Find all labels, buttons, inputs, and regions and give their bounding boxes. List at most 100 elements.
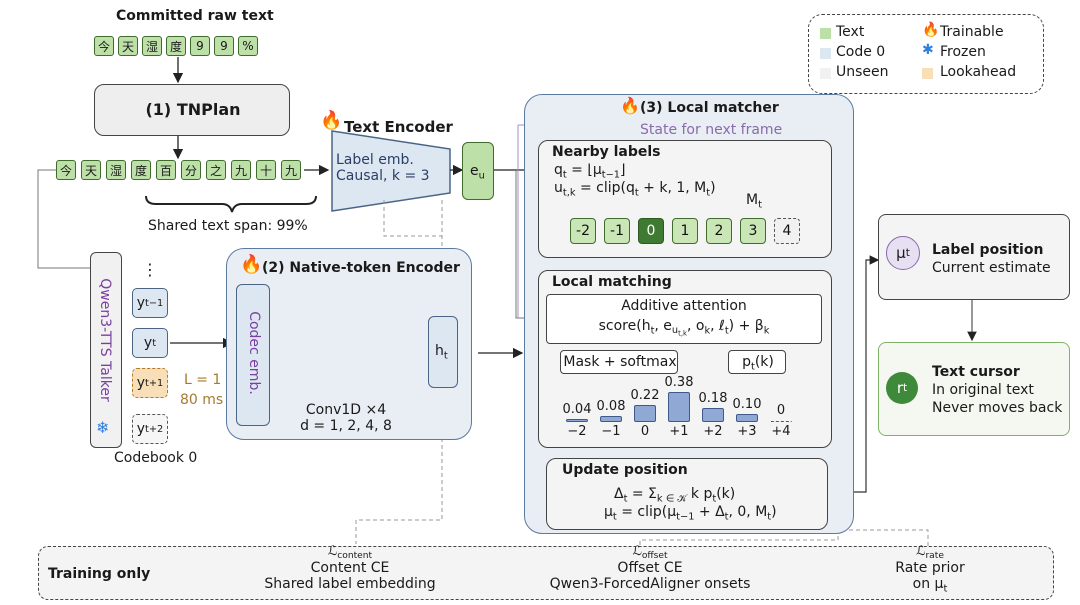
label-position-box [878,214,1070,300]
offset-tick-label: +4 [771,424,791,439]
legend-code0-label: Code 0 [836,44,886,60]
q-formula: qt = ⌊μt−1⌋ [554,162,626,181]
text-encoder-flame-icon: 🔥 [320,110,343,131]
talker-box [90,252,122,448]
prob-bar [736,414,758,422]
expanded-token: 湿 [106,160,126,180]
prob-value-label: 0.10 [732,397,762,413]
legend-swatch-text [820,28,831,39]
input-token: 度 [166,36,186,56]
prob-bar [566,418,588,422]
nearby-label: -2 [570,218,596,244]
eu-label: eu [470,163,485,182]
offset-tick-label: +2 [703,424,723,439]
offset-loss-symbol: ℒoffset [632,544,668,562]
input-token: 9 [214,36,234,56]
offset-tick-label: +3 [737,424,757,439]
p-box: pt(k) [728,350,786,374]
legend-trainable-label: Trainable [940,24,1004,40]
rate-line1: Rate prior [895,560,965,576]
text-encoder-line2: Causal, k = 3 [336,168,430,184]
snowflake-icon: ✱ [922,42,934,58]
offset-tick-label: −1 [601,424,621,439]
attention-title: Additive attention [621,298,747,314]
text-cursor-title: Text cursor [932,364,1020,380]
legend-swatch-lookahead [922,68,933,79]
prob-value-label: 0.22 [630,387,660,403]
input-token: 天 [118,36,138,56]
expanded-token: 百 [156,160,176,180]
label-position-desc: Current estimate [932,260,1051,276]
lookahead-ms-label: 80 ms [180,392,224,408]
native-flame-icon: 🔥 [240,254,263,275]
update-position-box [546,458,828,530]
text-encoder-line1: Label emb. [336,152,414,168]
prob-value-label: 0.04 [562,401,592,417]
prob-bar [770,420,792,422]
state-next-frame-label: State for next frame [640,122,783,138]
nearby-label: 1 [672,218,698,244]
prob-value-label: 0 [776,403,786,418]
content-line2: Shared label embedding [264,576,436,592]
prob-bar [600,415,622,422]
expanded-token: 度 [131,160,151,180]
legend-swatch-code0 [820,48,831,59]
mu-formula: μt = clip(μt−1 + Δt, 0, Mt) [604,504,777,523]
content-loss-symbol: ℒcontent [327,544,373,562]
legend-frozen-label: Frozen [940,44,986,60]
nearby-label: 2 [706,218,732,244]
tnplan-label: (1) TNPlan [145,100,241,119]
prob-value-label: 0.08 [596,398,626,414]
attention-box [546,294,822,344]
training-label: Training only [48,566,151,582]
input-token: 湿 [142,36,162,56]
rate-line2: on μt [912,576,948,595]
codec-emb-box [236,284,270,426]
lookahead-L-label: L = 1 [184,372,222,388]
rate-loss-symbol: ℒrate [916,544,944,562]
conv-label-1: Conv1D ×4 [305,402,387,418]
legend [808,14,1044,94]
text-cursor-desc1: In original text [932,382,1034,398]
matcher-title: (3) Local matcher [640,100,779,116]
talker-label: Qwen3-TTS Talker [97,278,113,402]
legend-text-label: Text [836,24,865,40]
training-box [38,546,1054,600]
nearby-title: Nearby labels [552,144,661,160]
content-line1: Content CE [310,560,390,576]
prob-bar [634,404,656,422]
conv-label-2: d = 1, 2, 4, 8 [300,418,392,434]
input-token: 今 [94,36,114,56]
prob-value-label: 0.38 [664,375,694,390]
codebook-label: Codebook 0 [114,450,198,466]
offset-tick-label: +1 [669,424,689,439]
legend-unseen-label: Unseen [836,64,889,80]
flame-icon: 🔥 [922,22,940,38]
text-cursor-desc2: Never moves back [932,400,1063,416]
update-title: Update position [562,462,688,478]
expanded-token: 之 [206,160,226,180]
offset-tick-label: −2 [567,424,587,439]
matcher-flame-icon: 🔥 [620,96,640,115]
text-encoder-title: Text Encoder [344,118,453,136]
expanded-token: 今 [56,160,76,180]
nearby-label: 0 [638,218,664,244]
prob-value-label: 0.18 [698,390,728,406]
input-token: 9 [190,36,210,56]
expanded-token: 分 [181,160,201,180]
prob-bar [668,392,690,422]
offset-tick-label: 0 [640,424,650,439]
offset-line1: Offset CE [617,560,683,576]
expanded-token: 十 [256,160,276,180]
nearby-label: -1 [604,218,630,244]
legend-lookahead-label: Lookahead [940,64,1017,80]
M-marker: Mt [746,192,762,211]
shared-span-label: Shared text span: 99% [148,218,308,234]
prob-bar [702,407,724,422]
